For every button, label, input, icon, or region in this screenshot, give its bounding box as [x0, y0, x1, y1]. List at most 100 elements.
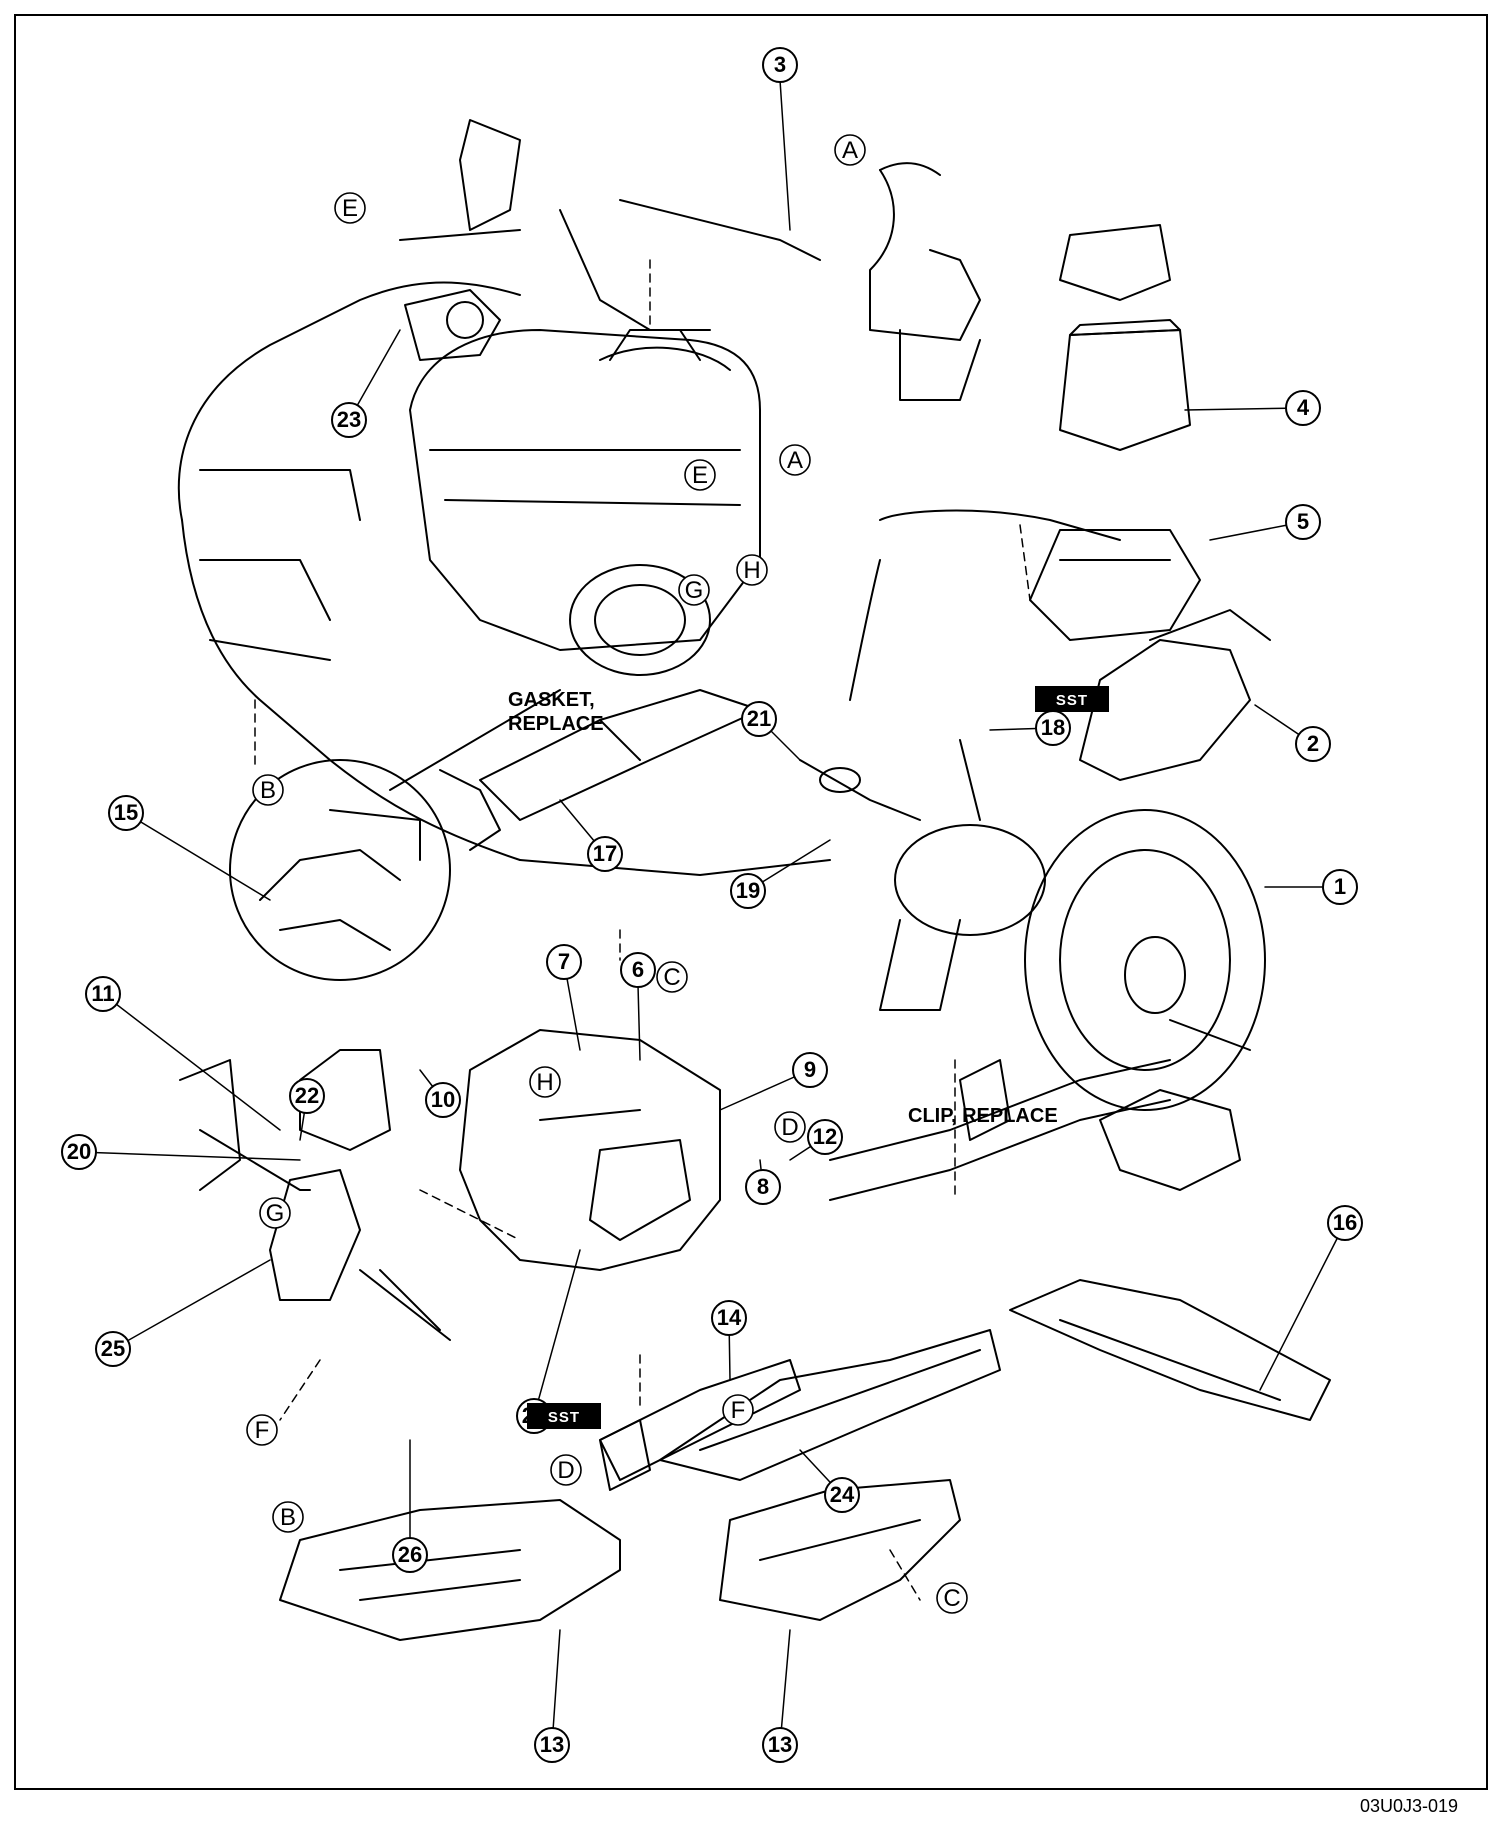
- under-cover-right: [719, 1479, 961, 1621]
- callout-circle: [546, 944, 582, 980]
- letter-g-2: G: [678, 574, 710, 606]
- wheel: [1024, 809, 1266, 1111]
- letter-circle: [529, 1066, 561, 1098]
- vehicle-body-outline: [177, 281, 1121, 876]
- callout-circle: [95, 1331, 131, 1367]
- callout-19: 19: [730, 873, 766, 909]
- drive-shaft: [799, 759, 921, 821]
- callout-23: 23: [331, 402, 367, 438]
- splash-shield: [1079, 609, 1271, 781]
- callout-number: 17: [593, 841, 617, 866]
- letter-d-2: D: [550, 1454, 582, 1486]
- callout-circle: [1285, 504, 1321, 540]
- engine-block: [409, 329, 761, 676]
- letter-circle: [259, 1197, 291, 1229]
- letter-circle: [834, 134, 866, 166]
- callout-number: 26: [398, 1542, 422, 1567]
- callout-6: 6: [620, 952, 656, 988]
- letter-a-2: A: [779, 444, 811, 476]
- callout-circle: [824, 1477, 860, 1513]
- callout-number: 1: [1334, 874, 1346, 899]
- callout-13: 13: [534, 1727, 570, 1763]
- callout-number: 10: [431, 1087, 455, 1112]
- callout-13-b: 13: [762, 1727, 798, 1763]
- letter-text: E: [342, 195, 358, 222]
- callout-circle: [1285, 390, 1321, 426]
- callout-circle: [108, 795, 144, 831]
- letter-text: H: [536, 1069, 553, 1096]
- letter-text: E: [692, 462, 708, 489]
- letter-circle: [550, 1454, 582, 1486]
- battery-tray: [1029, 529, 1201, 641]
- callout-24: 24: [824, 1477, 860, 1513]
- letter-c-2: C: [936, 1582, 968, 1614]
- letter-text: A: [787, 447, 803, 474]
- callout-number: 11: [91, 981, 114, 1006]
- callout-1: 1: [1322, 869, 1358, 905]
- crossmember: [1009, 1279, 1331, 1421]
- clip-label: CLIP, REPLACE: [908, 1105, 1058, 1127]
- callout-26: 26: [392, 1537, 428, 1573]
- callout-circle: [587, 836, 623, 872]
- letter-c-1: C: [656, 961, 688, 993]
- letter-text: C: [943, 1585, 960, 1612]
- transmission-case: [459, 1029, 721, 1271]
- engine-mount: [269, 1169, 361, 1301]
- letter-text: C: [663, 964, 680, 991]
- callout-4: 4: [1285, 390, 1321, 426]
- callout-circle: [289, 1078, 325, 1114]
- figure-code: 03U0J3-019: [1360, 1796, 1459, 1816]
- callout-circle: [1327, 1205, 1363, 1241]
- under-cover-left: [279, 1499, 621, 1641]
- letter-circle: [736, 554, 768, 586]
- letter-circle: [779, 444, 811, 476]
- callout-circle: [1295, 726, 1331, 762]
- callout-number: 13: [540, 1732, 564, 1757]
- zoom-detail-circle: [229, 689, 561, 981]
- sst-badge-upper-text: SST: [1056, 692, 1088, 709]
- letter-e-1: E: [334, 192, 366, 224]
- front-pipe: [599, 1359, 801, 1491]
- propeller-shaft-assembly: [829, 1059, 1241, 1201]
- gasket-label-line2: REPLACE: [508, 713, 604, 735]
- sst-badge-upper: SST: [1035, 686, 1109, 712]
- callout-number: 21: [747, 706, 771, 731]
- letter-a-1: A: [834, 134, 866, 166]
- letter-circle: [678, 574, 710, 606]
- callout-25: 25: [95, 1331, 131, 1367]
- letter-text: F: [731, 1397, 746, 1424]
- callout-number: 20: [67, 1139, 91, 1164]
- letter-e-2: E: [684, 459, 716, 491]
- callout-number: 23: [337, 407, 361, 432]
- callout-number: 4: [1297, 395, 1310, 420]
- callout-circle: [741, 701, 777, 737]
- callout-21: 21: [741, 701, 777, 737]
- callout-circle: [534, 1727, 570, 1763]
- letter-text: B: [280, 1504, 296, 1531]
- callout-number: 9: [804, 1057, 816, 1082]
- gasket-label-line1: GASKET,: [508, 689, 595, 711]
- letter-circle: [246, 1414, 278, 1446]
- letter-h-2: H: [736, 554, 768, 586]
- mount-member: [659, 1329, 1001, 1481]
- callout-number: 24: [830, 1482, 855, 1507]
- reference-lines: [254, 259, 1031, 1601]
- callout-circle: [792, 1052, 828, 1088]
- callout-circle: [762, 47, 798, 83]
- callout-9: 9: [792, 1052, 828, 1088]
- callout-12: 12: [807, 1119, 843, 1155]
- callout-16: 16: [1327, 1205, 1363, 1241]
- letter-text: G: [685, 577, 704, 604]
- callout-2: 2: [1295, 726, 1331, 762]
- callout-number: 19: [736, 878, 760, 903]
- letter-circle: [936, 1582, 968, 1614]
- letter-h-1: H: [529, 1066, 561, 1098]
- callout-circle: [331, 402, 367, 438]
- callout-circle: [730, 873, 766, 909]
- letter-text: F: [255, 1417, 270, 1444]
- callout-22: 22: [289, 1078, 325, 1114]
- callout-18: 18: [1035, 710, 1071, 746]
- steering-knuckle: [879, 739, 1046, 1011]
- callout-number: 6: [632, 957, 644, 982]
